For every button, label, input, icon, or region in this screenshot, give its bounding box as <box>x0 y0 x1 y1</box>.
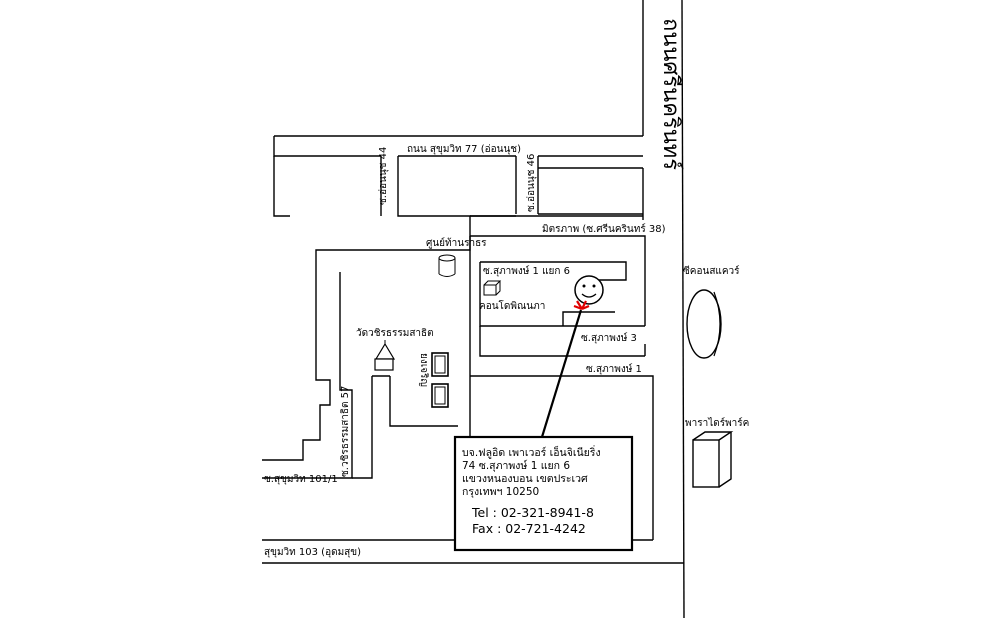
soi-sukhumvit101-1-label: ซ.สุขุมวิท 101/1 <box>264 474 338 485</box>
paradise-park-cube-icon <box>692 431 734 488</box>
company-address-line2: แขวงหนองบอน เขตประเวศ <box>462 473 588 485</box>
landmark-yongcharoen-label: ยงเจริญ <box>418 353 429 387</box>
soi-suphaphong1-6-label: ซ.สุภาพงษ์ 1 แยก 6 <box>483 265 570 277</box>
pointer-line <box>540 309 583 438</box>
yongcharoen-buildings-icon <box>431 352 449 408</box>
srinakarin-road-label: ถนนศรีนครินทร์ <box>658 18 683 170</box>
landmark-paradise-label: พาราไดร์พาร์ค <box>685 417 749 429</box>
red-arrow-pointer-icon <box>573 300 590 311</box>
temple-icon <box>374 340 396 371</box>
sukhumvit103-label: สุขุมวิท 103 (อุดมสุข) <box>264 547 361 558</box>
mittraphap-label: มิตรภาพ (ซ.ศรีนครินทร์ 38) <box>542 223 666 235</box>
landmark-seacon-label: ซีคอนสแควร์ <box>683 265 740 277</box>
company-fax: Fax : 02-721-4242 <box>472 521 586 536</box>
landmark-condo-label: คอนโดพิณนภา <box>479 299 545 312</box>
cylinder-building-icon <box>438 254 456 277</box>
soi-onnut44-label: ซ.อ่อนนุช 44 <box>378 147 389 205</box>
sukhumvit77-label: ถนน สุขุมวิท 77 (อ่อนนุช) <box>407 144 521 155</box>
company-info-box <box>453 435 634 552</box>
company-name: บจ.ฟลูอิด เพาเวอร์ เอ็นจิเนียริ่ง <box>462 445 601 459</box>
smiley-location-marker-icon <box>574 275 604 305</box>
soi-onnut46-label: ซ.อ่อนนุช 46 <box>526 154 537 212</box>
company-tel: Tel : 02-321-8941-8 <box>471 505 594 520</box>
condo-box-icon <box>483 280 502 296</box>
company-address-line3: กรุงเทพฯ 10250 <box>462 486 539 498</box>
left-road-network <box>262 156 516 479</box>
soi-onnut46 <box>515 156 539 214</box>
soi-chirathammasathit57-label: ซ.วชิรธรรมสาธิต 57 <box>340 386 351 477</box>
soi-suphaphong1 <box>389 375 654 540</box>
sukhumvit103-road <box>262 539 684 564</box>
srinakarin-road <box>642 0 685 618</box>
soi-suphaphong3-label: ซ.สุภาพงษ์ 3 <box>581 332 637 344</box>
landmark-temple-label: วัดวชิรธรรมสาธิต <box>356 328 434 339</box>
soi-onnut44 <box>380 156 399 206</box>
soi-suphaphong1-label: ซ.สุภาพงษ์ 1 <box>586 363 642 375</box>
company-address-line1: 74 ซ.สุภาพงษ์ 1 แยก 6 <box>462 459 570 472</box>
seacon-square-oval-icon <box>686 289 722 359</box>
landmark-center-label: ศูนย์ท้านราธร <box>426 237 487 249</box>
